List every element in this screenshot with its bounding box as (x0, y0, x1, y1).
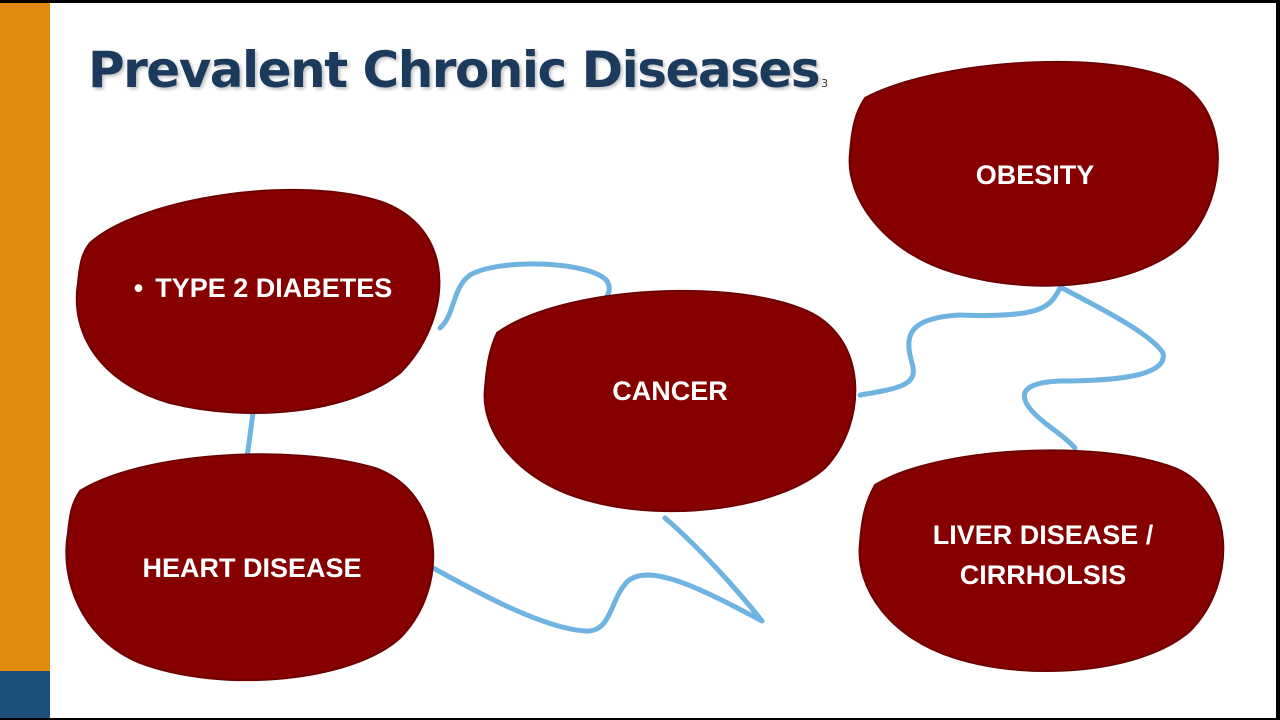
label-diabetes-text: TYPE 2 DIABETES (155, 273, 393, 303)
slide-number: 3 (821, 77, 829, 90)
slide-title-text: Prevalent Chronic Diseases (88, 41, 821, 99)
connector-heart-cancer (430, 515, 765, 634)
label-cancer: CANCER (612, 376, 728, 406)
label-liver-line1: LIVER DISEASE / (932, 520, 1154, 550)
blob-obesity (848, 60, 1219, 287)
label-liver-line2: CIRRHOLSIS (959, 560, 1127, 590)
blob-cancer (483, 289, 857, 513)
blob-heart (65, 453, 435, 682)
label-diabetes: • TYPE 2 DIABETES (134, 268, 393, 308)
label-heart: HEART DISEASE (142, 553, 362, 583)
blob-liver (858, 449, 1225, 672)
connector-obesity-liver (1021, 285, 1166, 451)
bullet: • (133, 273, 144, 303)
accent-bar-bottom (0, 671, 50, 718)
blob-diabetes (75, 188, 441, 414)
connector-cancer-obesity (857, 285, 1063, 398)
accent-bar (0, 3, 50, 671)
diagram-canvas (65, 60, 1225, 682)
label-obesity: OBESITY (975, 160, 1095, 190)
label-liver: LIVER DISEASE / CIRRHOLSIS (933, 515, 1154, 595)
